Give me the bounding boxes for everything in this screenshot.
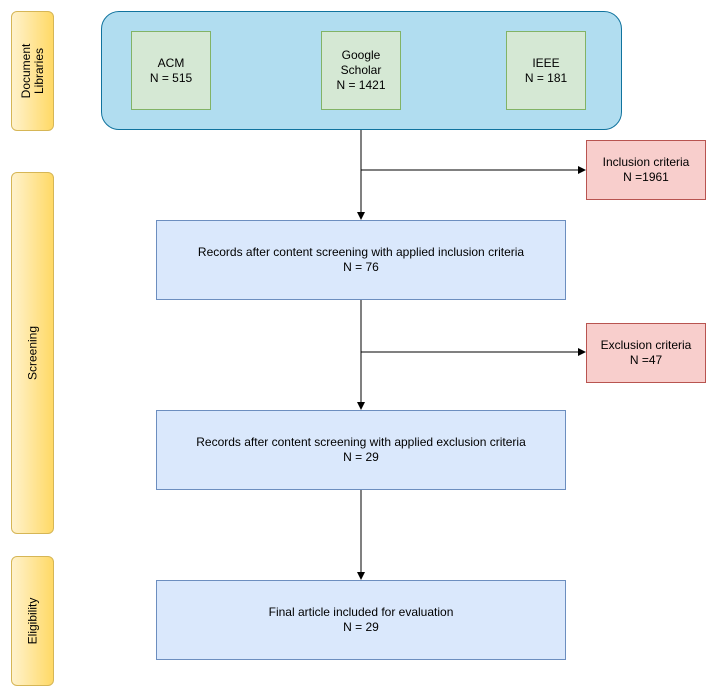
- phase-document-libraries-label: Document Libraries: [18, 43, 46, 99]
- source-google-scholar: Google Scholar N = 1421: [321, 31, 401, 110]
- source-ieee: IEEE N = 181: [506, 31, 586, 110]
- phase-screening-label: Screening: [25, 325, 39, 381]
- phase-eligibility: Eligibility: [11, 556, 54, 686]
- exclusion-records-box: Records after content screening with app…: [156, 410, 566, 490]
- phase-screening: Screening: [11, 172, 54, 534]
- final-articles-box: Final article included for evaluation N …: [156, 580, 566, 660]
- source-acm: ACM N = 515: [131, 31, 211, 110]
- inclusion-criteria-box: Inclusion criteria N =1961: [586, 140, 706, 200]
- inclusion-records-box: Records after content screening with app…: [156, 220, 566, 300]
- exclusion-criteria-box: Exclusion criteria N =47: [586, 323, 706, 383]
- phase-document-libraries: Document Libraries: [11, 11, 54, 131]
- phase-eligibility-label: Eligibility: [25, 597, 39, 645]
